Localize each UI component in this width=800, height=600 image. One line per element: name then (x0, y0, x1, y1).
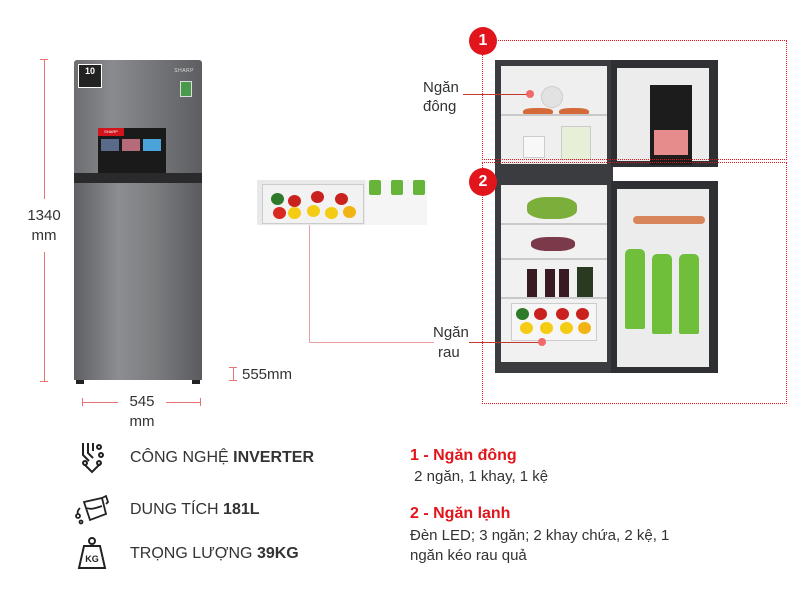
promo-sticker: SHARP (98, 128, 166, 173)
fridge-door (74, 183, 202, 380)
capacity-jug-icon (74, 492, 110, 528)
width-line-right (166, 402, 201, 403)
zone-badge-2: 2 (469, 168, 497, 196)
fridge-spec-description-line1: Đèn LED; 3 ngăn; 2 khay chứa, 2 kệ, 1 (410, 527, 670, 544)
freezer-zone-outline (482, 40, 787, 160)
fridge-zone-outline (482, 162, 787, 404)
height-tick-bottom (40, 381, 48, 382)
open-fridge-image (495, 60, 720, 373)
freezer-callout-line2: đông (423, 98, 457, 115)
crisper-dot (538, 338, 546, 346)
freezer-door-open (611, 60, 718, 167)
height-line-bottom (44, 252, 45, 382)
food-box (650, 85, 692, 165)
fridge-spec-title: 2 - Ngăn lạnh (410, 505, 511, 522)
fridge-door-open (611, 181, 718, 373)
feature-weight-prefix: TRỌNG LƯỢNG (130, 545, 257, 562)
brand-logo: SHARP (174, 68, 194, 74)
energy-label-icon (180, 81, 192, 97)
feature-capacity: DUNG TÍCH 181L (74, 492, 260, 528)
crisper-leader-line (469, 342, 541, 343)
feature-inverter-value: INVERTER (233, 449, 315, 466)
crisper-leader-horizontal (309, 342, 434, 343)
width-value: 545 (129, 393, 155, 410)
freezer-callout-line1: Ngăn (423, 79, 459, 96)
depth-value: 555mm (242, 366, 293, 383)
kg-weight-icon: KG (74, 536, 110, 572)
crisper-closeup-image (257, 180, 427, 225)
width-tick-right (200, 398, 201, 406)
crisper-callout-line2: rau (438, 344, 460, 361)
feature-inverter-prefix: CÔNG NGHỆ (130, 449, 234, 466)
freezer-spec-title: 1 - Ngăn đông (410, 447, 517, 464)
freezer-dot (526, 90, 534, 98)
inverter-chip-icon (74, 440, 110, 476)
foot-left (76, 380, 84, 384)
width-line-left (82, 402, 118, 403)
freezer-door: 10 SHARP SHARP (74, 60, 202, 173)
freezer-spec-description: 2 ngăn, 1 khay, 1 kệ (410, 468, 549, 485)
foot-right (192, 380, 200, 384)
crisper-leader-vertical (309, 225, 310, 342)
feature-capacity-value: 181L (223, 501, 260, 518)
height-value: 1340 (27, 207, 61, 224)
height-line-top (44, 59, 45, 199)
freezer-leader-line (463, 94, 528, 95)
egg-tray (633, 216, 705, 224)
svg-text:KG: KG (85, 554, 99, 564)
feature-weight: KG TRỌNG LƯỢNG 39KG (74, 536, 299, 572)
warranty-badge: 10 (78, 64, 102, 88)
zone-badge-1: 1 (469, 27, 497, 55)
depth-icon (229, 367, 237, 381)
feature-weight-value: 39KG (256, 545, 299, 562)
crisper-callout-line1: Ngăn (433, 324, 469, 341)
feature-inverter: CÔNG NGHỆ INVERTER (74, 440, 314, 476)
width-unit: mm (129, 413, 155, 430)
fridge-compartment (501, 185, 607, 362)
door-handle (74, 173, 202, 183)
closed-fridge-image: 10 SHARP SHARP (74, 60, 202, 384)
feature-capacity-prefix: DUNG TÍCH (130, 501, 224, 518)
fridge-spec-description-line2: ngăn kéo rau quả (410, 547, 527, 564)
height-unit: mm (31, 227, 57, 244)
